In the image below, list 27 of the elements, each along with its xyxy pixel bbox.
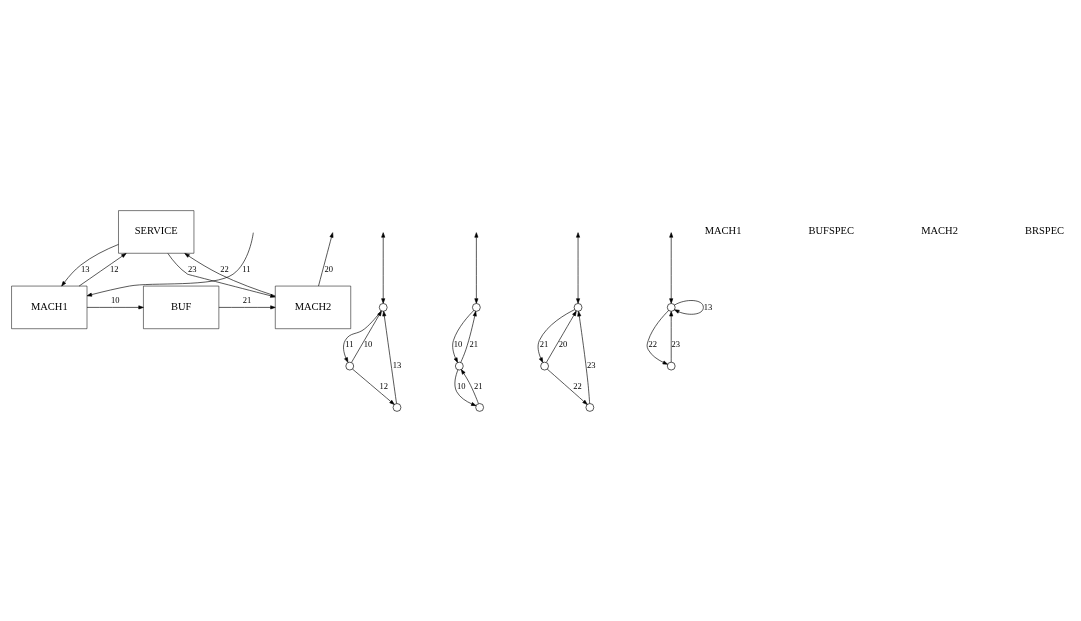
- edge-label: 23: [586, 359, 596, 370]
- label: BUFSPEC: [808, 224, 855, 236]
- edge-label: 10: [453, 338, 463, 349]
- edge-label: 23: [188, 263, 197, 274]
- edge-label: 10: [110, 294, 120, 305]
- edge-label: 21: [539, 338, 549, 349]
- edge-label: 20: [324, 263, 334, 274]
- edge-label: 12: [379, 380, 389, 391]
- edge-label: 21: [242, 294, 252, 305]
- label: BRSPEC: [1024, 224, 1065, 236]
- edge-label: 20: [558, 338, 568, 349]
- edge-label: 11: [345, 338, 354, 349]
- label: MACH2: [921, 224, 958, 236]
- edge-label: 21: [474, 380, 483, 391]
- edge-label: 12: [109, 263, 119, 274]
- edge-label: 13: [392, 359, 402, 370]
- edge-label: 11: [242, 263, 251, 274]
- edge-label: 23: [671, 338, 681, 349]
- edge-label: 22: [573, 380, 582, 391]
- edge-label: 22: [648, 338, 658, 349]
- edge-label: 10: [457, 380, 466, 391]
- label: MACH1: [704, 224, 742, 236]
- edge-label: 13: [703, 301, 713, 312]
- edge-label: 21: [469, 338, 478, 349]
- edge-label: 22: [220, 263, 229, 274]
- edge-label: 13: [81, 263, 90, 274]
- edge-label: 10: [363, 338, 373, 349]
